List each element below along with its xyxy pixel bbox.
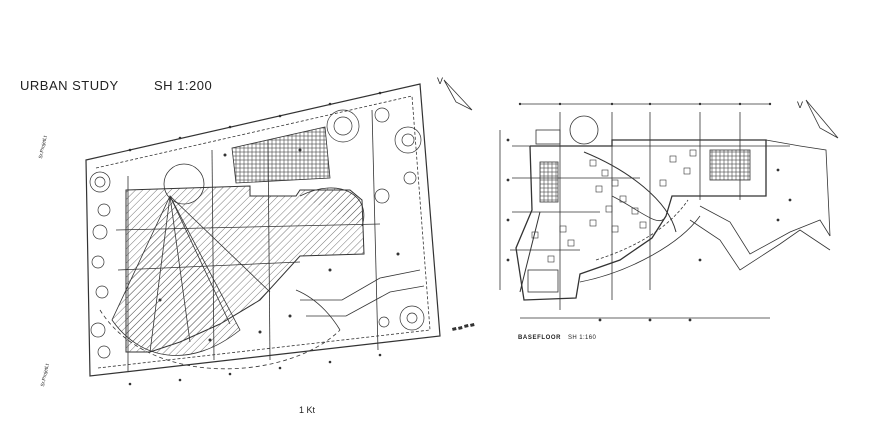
- urban-study-title: URBAN STUDY: [20, 78, 119, 93]
- north-mark-urban: V: [437, 76, 444, 86]
- parking-grid: [231, 126, 331, 184]
- basefloor-outline: [515, 139, 767, 301]
- trees: [89, 107, 425, 359]
- boundary-offset: [95, 95, 431, 369]
- building-curve: [299, 187, 365, 227]
- boundary-ticks: [128, 91, 382, 386]
- restroom-block: [535, 129, 561, 145]
- north-arrow-urban: [443, 79, 473, 111]
- site-boundary: [85, 83, 441, 377]
- stair-block: [539, 161, 559, 203]
- basefloor-title: BASEFLOOR: [518, 335, 562, 341]
- basefloor-markers: [506, 138, 792, 322]
- fan-wing: [111, 195, 241, 356]
- dining-tables: [531, 149, 697, 263]
- scale-bar: [452, 323, 475, 331]
- basefloor-scale: SH 1:160: [568, 335, 597, 341]
- round-stair: [569, 115, 599, 145]
- north-arrow-base: [805, 99, 839, 139]
- urban-study-scale: SH 1:200: [154, 78, 213, 93]
- sheet-label: 1 Kt: [299, 405, 316, 415]
- basefloor-plan: [499, 99, 839, 322]
- column-markers: [158, 148, 400, 342]
- urban-study-plan: [85, 79, 475, 386]
- north-mark-base: V: [797, 100, 804, 110]
- plaza-circle: [163, 163, 205, 205]
- kitchen-block: [709, 149, 751, 181]
